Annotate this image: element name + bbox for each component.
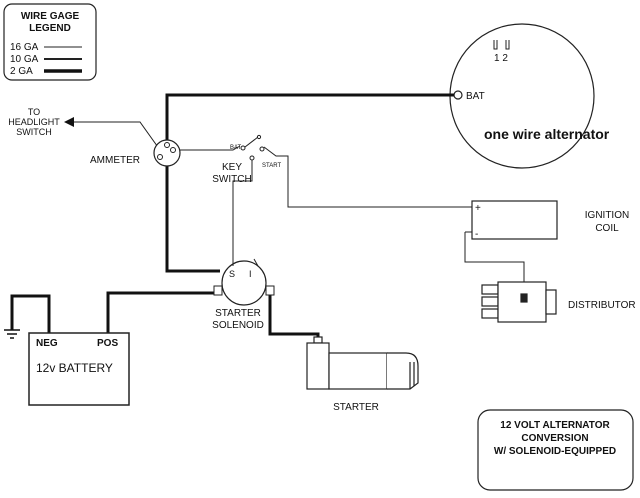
- distributor-terminal: [520, 293, 528, 303]
- title-line1: 12 VOLT ALTERNATOR: [500, 420, 610, 431]
- legend-row-10ga: 10 GA: [10, 54, 39, 65]
- headlight-line2: HEADLIGHT: [8, 117, 60, 127]
- starter-label: STARTER: [333, 402, 379, 413]
- ground-icon: [4, 329, 20, 339]
- title-line2: CONVERSION: [521, 433, 588, 444]
- key-switch: BAT START KEY SWITCH: [212, 134, 281, 185]
- key-switch-bat: BAT: [230, 145, 242, 151]
- battery-label: 12v BATTERY: [36, 361, 113, 375]
- title-box: 12 VOLT ALTERNATOR CONVERSION W/ SOLENOI…: [477, 409, 634, 491]
- legend-title-line2: LEGEND: [29, 23, 71, 34]
- distributor: [481, 281, 557, 323]
- wire-key-start-to-solenoid-s: [232, 160, 253, 258]
- starter-motor: [306, 336, 419, 390]
- solenoid-i: I: [249, 269, 252, 279]
- key-switch-line2: SWITCH: [212, 174, 251, 185]
- heavy-wires: [10, 93, 454, 343]
- wire-ammeter-to-headlight: [70, 121, 161, 151]
- ignition-coil-line1: IGNITION: [585, 210, 629, 221]
- alternator-plug-icon: [493, 40, 510, 50]
- battery-pos: POS: [97, 338, 118, 349]
- headlight-line3: SWITCH: [16, 127, 52, 137]
- ignition-coil-plus: +: [475, 203, 481, 214]
- light-wires: [70, 121, 525, 288]
- starter-solenoid: S I STARTER SOLENOID: [212, 258, 275, 331]
- solenoid-body: [221, 260, 267, 306]
- key-switch-line1: KEY: [222, 162, 242, 173]
- solenoid-s: S: [229, 269, 235, 279]
- ignition-coil-minus: -: [475, 229, 478, 240]
- wire-gage-legend: WIRE GAGE LEGEND 16 GA 10 GA 2 GA: [3, 3, 97, 81]
- battery-neg: NEG: [36, 338, 58, 349]
- battery: NEG POS 12v BATTERY: [28, 332, 130, 406]
- alternator-caption: one wire alternator: [484, 126, 610, 142]
- ignition-coil: + - IGNITION COIL: [465, 200, 629, 240]
- alternator-bat-label: BAT: [466, 91, 485, 102]
- key-switch-blade: [244, 136, 259, 148]
- wire-battery-neg-to-ground: [10, 294, 51, 333]
- ignition-coil-body: [471, 200, 558, 240]
- solenoid-line1: STARTER: [215, 308, 261, 319]
- alternator: 1 2 BAT one wire alternator: [449, 23, 610, 169]
- key-switch-start: START: [262, 163, 281, 169]
- distributor-body: [497, 281, 547, 323]
- distributor-label: DISTRIBUTOR: [568, 300, 636, 311]
- ammeter: AMMETER: [90, 139, 181, 167]
- wire-ammeter-to-key-bat: [175, 145, 241, 151]
- wire-coil-minus-to-distributor: [464, 232, 525, 288]
- wire-solenoid-to-battery-pos: [106, 291, 216, 333]
- ammeter-label: AMMETER: [90, 155, 140, 166]
- legend-row-16ga: 16 GA: [10, 42, 39, 53]
- ignition-coil-line2: COIL: [595, 223, 619, 234]
- alternator-terminals: 1 2: [494, 53, 508, 64]
- wire-ammeter-to-solenoid: [165, 164, 220, 273]
- starter-body: [328, 352, 388, 390]
- title-line3: W/ SOLENOID-EQUIPPED: [494, 446, 616, 457]
- wire-alternator-to-ammeter: [165, 93, 454, 141]
- solenoid-line2: SOLENOID: [212, 320, 264, 331]
- legend-title-line1: WIRE GAGE: [21, 11, 80, 22]
- battery-body: [28, 332, 130, 406]
- wire-solenoid-to-starter: [268, 293, 320, 343]
- legend-row-2ga: 2 GA: [10, 66, 33, 77]
- wire-key-to-coil-plus: [263, 146, 465, 208]
- headlight-line1: TO: [28, 107, 40, 117]
- alternator-bat-terminal: [453, 90, 463, 100]
- arrow-left-icon: [64, 117, 74, 127]
